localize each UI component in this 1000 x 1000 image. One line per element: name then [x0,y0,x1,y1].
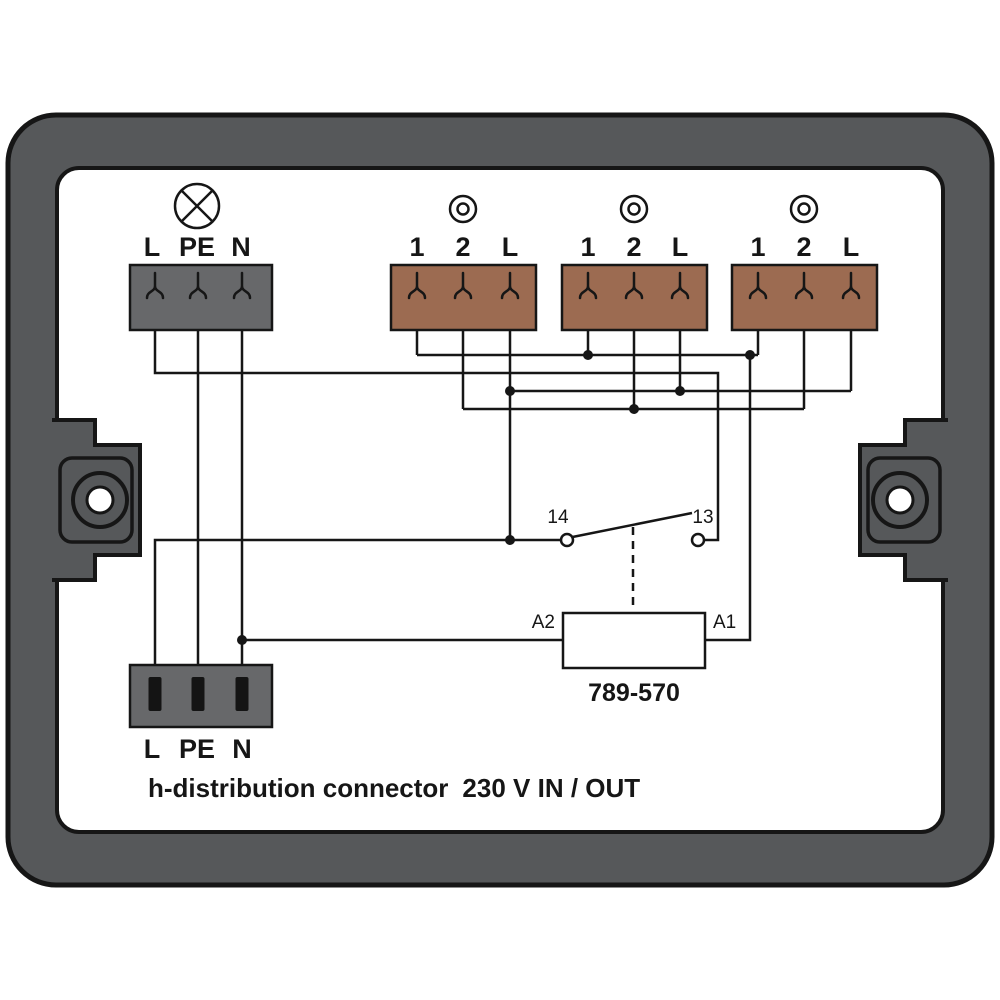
relay-contact-14 [559,532,575,548]
junction-dot [745,350,755,360]
socket3-label-l: L [843,232,860,262]
plug-pin [191,677,205,711]
screw-hole [85,485,115,515]
screw-boss-ring [71,471,129,529]
lamp-icon [173,182,221,230]
socket1-label-1: 1 [409,232,424,262]
contact-13-label: 13 [692,507,713,528]
coil-a2-label: A2 [532,612,555,633]
screw-boss-ring [871,471,929,529]
socket2-label-1: 1 [580,232,595,262]
relay-contact-13 [690,532,706,548]
wire-lamp-line [153,330,720,542]
socket-icon [619,194,649,224]
socket2-label-2: 2 [626,232,641,262]
junction-dots [237,350,755,645]
lamp-block-label-l: L [144,232,161,262]
socket1-label-2: 2 [455,232,470,262]
socket1-label-l: L [502,232,519,262]
mounting-ear-right [858,418,948,582]
junction-dot [583,350,593,360]
lamp-block-label-n: N [231,232,251,262]
socket3-label-2: 2 [796,232,811,262]
inlet-label-l: L [144,734,161,764]
junction-dot [237,635,247,645]
lamp-terminal-block [128,263,274,332]
caption-left: h-distribution connector [148,773,448,803]
caption-right: 230 V IN / OUT [462,773,640,803]
relay-contact-blade [572,511,693,539]
ear-plate-outline [866,456,942,544]
junction-dot [505,386,515,396]
relay-coil-box [561,611,707,670]
wire-terminal1-bus-coil-a1 [415,330,760,642]
inlet-label-pe: PE [179,734,215,764]
wire-terminal2-bus [461,330,806,411]
mounting-ear-left [52,418,142,582]
inlet-plug: L PE N [128,663,274,764]
contact-14-label: 14 [547,507,569,528]
part-number-label: 789-570 [588,679,680,707]
wire-l-bus [508,330,853,540]
relay-switch: 14 13 [547,507,714,611]
coil-a1-label: A1 [713,612,736,633]
junction-dot [675,386,685,396]
ear-plate-outline [58,456,134,544]
lamp-block-label-pe: PE [179,232,215,262]
screw-hole [885,485,915,515]
wire-mains-line [153,538,561,665]
junction-dot [629,404,639,414]
socket-icon [448,194,478,224]
plug-pin [148,677,162,711]
inlet-label-n: N [232,734,252,764]
relay-coil: A2 A1 789-570 [532,611,736,707]
socket3-label-1: 1 [750,232,765,262]
socket-icon [789,194,819,224]
junction-dot [505,535,515,545]
socket2-label-l: L [672,232,689,262]
plug-pin [235,677,249,711]
caption: h-distribution connector 230 V IN / OUT [148,773,640,803]
